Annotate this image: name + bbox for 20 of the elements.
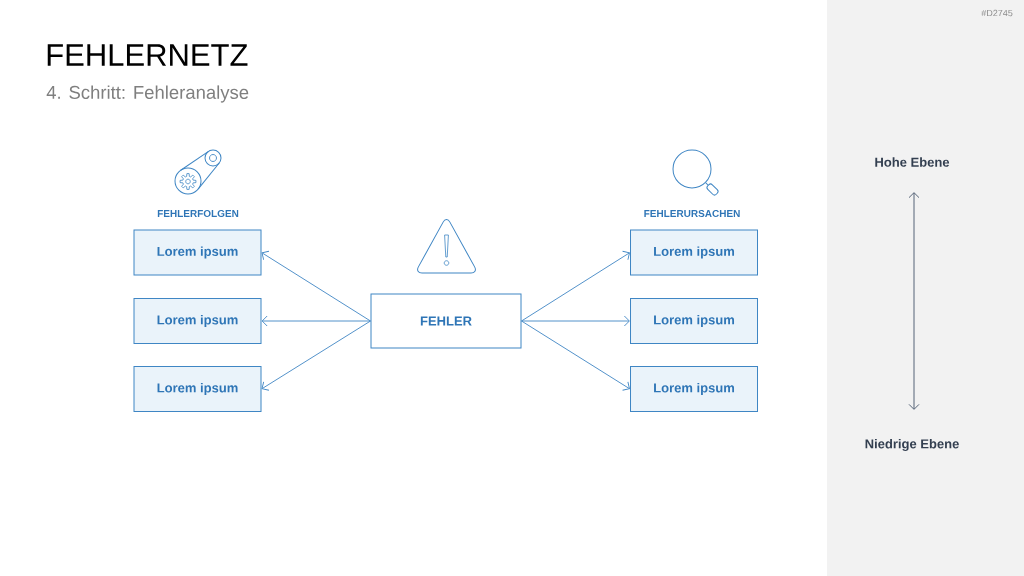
arrow bbox=[261, 250, 371, 322]
cause-box: Lorem ipsum bbox=[630, 229, 758, 276]
cause-box: Lorem ipsum bbox=[630, 366, 758, 412]
id-label: #D2745 bbox=[981, 9, 1013, 17]
subtitle: 4. Schritt: Fehleranalyse bbox=[46, 85, 249, 103]
error-box: FEHLER bbox=[370, 293, 522, 349]
cause-box: Lorem ipsum bbox=[630, 298, 758, 344]
arrow bbox=[521, 315, 630, 327]
level-label: Hohe Ebene bbox=[875, 157, 950, 167]
effect-box: Lorem ipsum bbox=[133, 298, 262, 344]
effect-box: Lorem ipsum bbox=[133, 366, 262, 412]
arrow bbox=[261, 315, 371, 327]
arrow bbox=[521, 320, 630, 391]
column-heading: FEHLERURSACHEN bbox=[644, 209, 740, 218]
arrow bbox=[521, 250, 630, 322]
title: FEHLERNETZ bbox=[47, 44, 248, 66]
effect-box: Lorem ipsum bbox=[133, 229, 262, 276]
level-label: Niedrige Ebene bbox=[865, 438, 959, 452]
column-heading: FEHLERFOLGEN bbox=[157, 209, 239, 218]
arrow bbox=[261, 320, 371, 391]
